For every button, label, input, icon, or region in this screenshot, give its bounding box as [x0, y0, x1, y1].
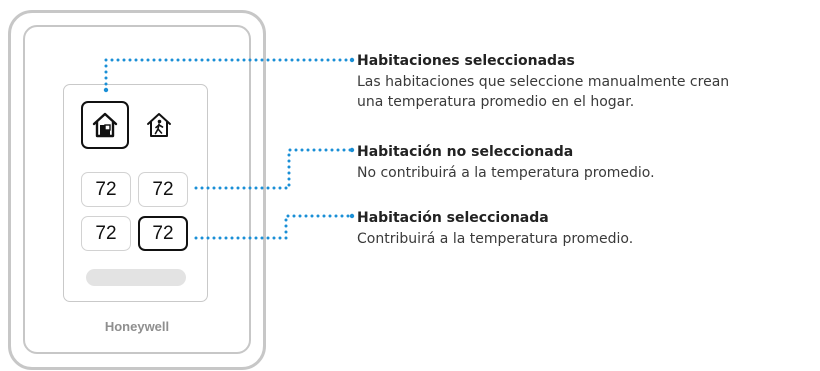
callout-unselected-room: Habitación no seleccionada No contribuir…: [357, 141, 655, 183]
home-selected-rooms-icon: [92, 112, 118, 138]
callout-title: Habitación seleccionada: [357, 210, 549, 226]
callout-selected-rooms: Habitaciones seleccionadas Las habitacio…: [357, 50, 729, 112]
home-occupancy-icon: [147, 113, 171, 137]
brand-logo: Honeywell: [104, 319, 170, 334]
device-outer-frame: [8, 10, 266, 370]
status-pill: [86, 269, 186, 286]
callout-title: Habitación no seleccionada: [357, 144, 574, 160]
leader-dot: [349, 57, 355, 63]
leader-dot: [103, 87, 109, 93]
room-tile[interactable]: 72: [81, 172, 131, 207]
leader-line-selected-rooms: [104, 58, 354, 92]
callout-text: Las habitaciones que seleccione manualme…: [357, 74, 730, 90]
selected-rooms-mode-button[interactable]: [81, 101, 129, 149]
callout-selected-room: Habitación seleccionada Contribuirá a la…: [357, 207, 633, 249]
leader-line-unselected-room: [194, 148, 354, 190]
room-tile[interactable]: 72: [81, 216, 131, 251]
callout-text: No contribuirá a la temperatura promedio…: [357, 165, 655, 181]
leader-dot: [349, 213, 355, 219]
device-screen: [63, 84, 208, 302]
leader-dot: [349, 147, 355, 153]
room-tile-selected[interactable]: 72: [138, 216, 188, 251]
callout-text: Contribuirá a la temperatura promedio.: [357, 231, 634, 247]
callout-title: Habitaciones seleccionadas: [357, 53, 575, 69]
occupancy-mode-button[interactable]: [135, 101, 183, 149]
callout-text: una temperatura promedio en el hogar.: [357, 94, 635, 110]
room-tile[interactable]: 72: [138, 172, 188, 207]
leader-line-selected-room: [194, 214, 354, 240]
